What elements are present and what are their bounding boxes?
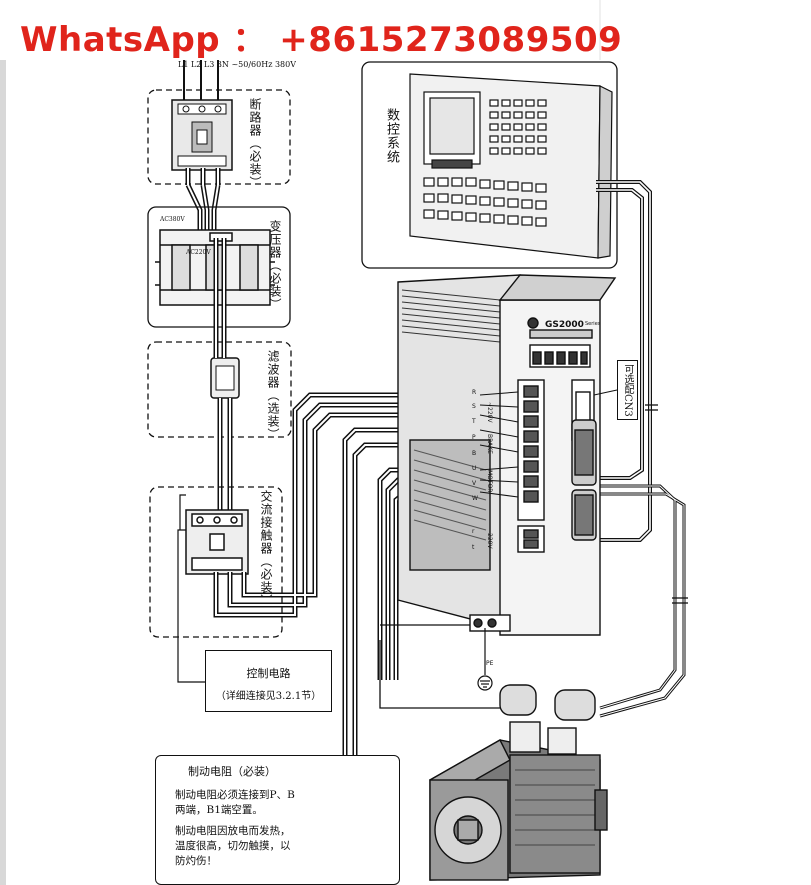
- brake-note-title: 制动电阻（必装）: [188, 765, 276, 778]
- optional-cn3-box: 可选配CN3: [617, 360, 638, 420]
- terminal-B: B: [472, 450, 477, 457]
- transformer-out-label: AC220V: [186, 249, 211, 256]
- filter-label: 滤波器（选装）: [266, 350, 280, 441]
- brake-note-line-3: 制动电阻因放电而发热，: [175, 825, 291, 837]
- drive-series: Series: [585, 321, 601, 327]
- brake-group-label: BRAKE: [486, 434, 493, 454]
- control-circuit-box: 控制电路 （详细连接见3.2.1节）: [205, 650, 332, 712]
- brake-note-line-2: 两端，B1端空置。: [175, 804, 263, 816]
- terminal-t: t: [472, 544, 475, 551]
- contactor: [185, 509, 249, 575]
- contactor-box: [149, 486, 283, 638]
- transformer-in-label: AC380V: [160, 216, 185, 223]
- filter: [210, 357, 240, 399]
- terminal-R: R: [472, 389, 477, 396]
- terminal-T: T: [472, 418, 476, 425]
- brake-note-line-4: 温度很高，切勿触摸，以: [175, 840, 291, 852]
- breaker-label: 断路器（必装）: [248, 98, 262, 189]
- control-power-label: ~220V: [486, 528, 493, 549]
- brake-note-line-1: 制动电阻必须连接到P、B: [175, 789, 295, 801]
- transformer-box: [147, 206, 291, 328]
- terminal-P: P: [472, 434, 476, 441]
- control-circuit-subtitle: （详细连接见3.2.1节）: [215, 691, 322, 702]
- whatsapp-banner: WhatsApp ： +8615273089509: [20, 20, 623, 60]
- terminal-W: W: [472, 495, 478, 502]
- contactor-label: 交流接触器（必装）: [259, 490, 273, 607]
- transformer-label: 变压器（必装）: [268, 220, 282, 311]
- servo-drive: [397, 274, 617, 636]
- optional-cn3-label: 可选配CN3: [622, 364, 633, 417]
- pe-label: PE: [486, 660, 494, 667]
- input-group-label: ~220V: [486, 402, 493, 423]
- breaker: [171, 99, 233, 171]
- terminal-S: S: [472, 403, 476, 410]
- brake-note-line-5: 防灼伤！: [175, 855, 217, 867]
- cnc-label: 数控系统: [384, 108, 399, 164]
- power-input-label: L1 L2 L3 3N ~50/60Hz 380V: [178, 60, 297, 68]
- power-input-lines: [183, 60, 219, 100]
- terminal-r: r: [472, 528, 475, 535]
- terminal-V: V: [472, 480, 477, 487]
- servo-motor: [429, 684, 608, 881]
- drive-brand: GS2000: [545, 320, 584, 330]
- cnc-panel: [409, 73, 613, 259]
- motor-group-label: MOTOR: [486, 470, 493, 493]
- cnc-box: [361, 61, 618, 269]
- control-circuit-title: 控制电路: [246, 667, 291, 680]
- brake-resistor-note: 制动电阻（必装） 制动电阻必须连接到P、B 两端，B1端空置。 制动电阻因放电而…: [155, 755, 400, 885]
- terminal-U: U: [472, 465, 477, 472]
- ground-symbol: [477, 628, 493, 691]
